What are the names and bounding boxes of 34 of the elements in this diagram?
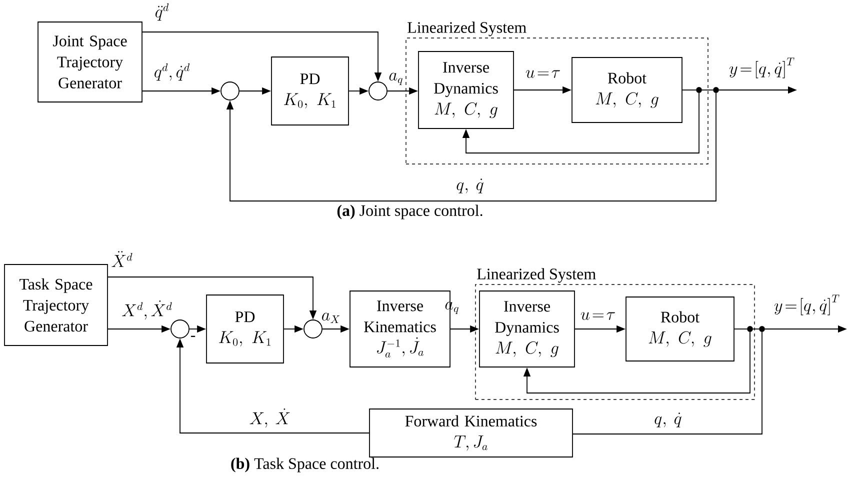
- block: Robot $M,\ C,\ g$: [572, 57, 682, 123]
- edge-label: $y\!=\!\left[q,\dot{q}\right]^T$: [729, 58, 794, 78]
- arrow: [523, 332, 750, 394]
- block: Forward Kinematics $T,J_a$: [369, 408, 573, 458]
- summing-junction: [368, 82, 388, 100]
- edge-label: $q^d,\dot{q}^d$: [154, 63, 190, 81]
- edge-label: $q,\ \dot{q}$: [654, 412, 682, 428]
- edge-label: $\ddot{q}^d$: [156, 3, 169, 21]
- edge-label: $\ddot{X}^d$: [112, 251, 132, 267]
- block: PD $K_0,\ K_1$: [206, 294, 284, 364]
- edge-label: $a_X$: [322, 312, 340, 323]
- edge-label: $a_q$: [389, 72, 402, 86]
- block: Inverse Dynamics $M,\ C,\ g$: [418, 51, 514, 129]
- edge-label: $X^d,\dot{X}^d$: [122, 300, 172, 320]
- caption: (b) Task Space control.: [231, 458, 378, 472]
- summing-junction: [304, 320, 322, 338]
- arrow: [226, 92, 716, 202]
- block: Joint Space Trajectory Generator: [38, 22, 142, 102]
- edge-label: $q,\ \dot{q}$: [456, 178, 484, 194]
- block: Robot $M,\ C,\ g$: [626, 296, 734, 362]
- caption: (a) Joint space control.: [337, 204, 482, 220]
- arrow: [462, 92, 700, 154]
- summing-junction: [220, 82, 240, 100]
- edge-label: $u\!=\!\tau$: [580, 312, 615, 320]
- edge-label: $X,\ \dot{X}$: [250, 408, 290, 428]
- block: Task Space Trajectory Generator: [4, 264, 108, 346]
- edge-label: $u\!=\!\tau$: [526, 70, 560, 78]
- node-label: Linearized System: [477, 268, 596, 283]
- block: PD $K_0,\ K_1$: [271, 56, 349, 126]
- edge-label: $y\!=\!\left[q,\dot{q}\right]^T$: [774, 294, 840, 316]
- summing-junction: [170, 320, 190, 338]
- node-label: Linearized System: [408, 22, 526, 36]
- block: Inverse Dynamics $M,\ C,\ g$: [479, 290, 575, 368]
- minus-sign: -: [190, 336, 196, 337]
